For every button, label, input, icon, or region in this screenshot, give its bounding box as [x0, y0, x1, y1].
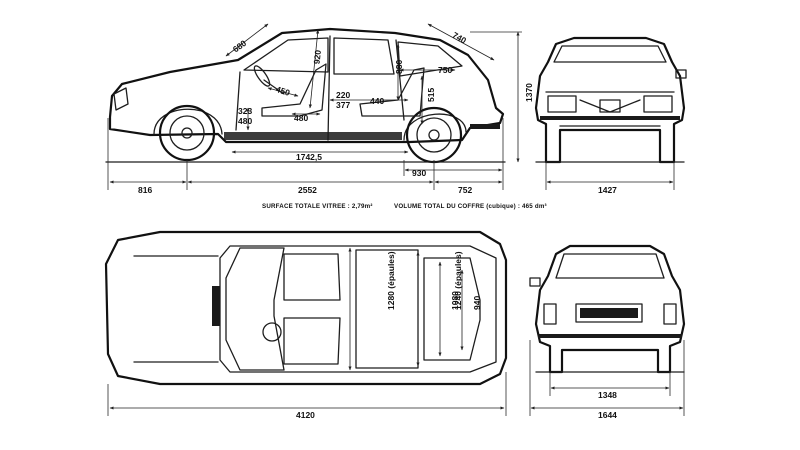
dim-rear-headroom: 880 [394, 60, 404, 74]
dim-wheelbase: 2552 [298, 185, 317, 195]
dim-rear-width: 1644 [598, 410, 617, 420]
dim-boot-width: 1080 [450, 291, 460, 310]
dim-rear-seat: 440 [370, 96, 384, 106]
dim-boot-width2: 940 [472, 296, 482, 310]
dim-shoulder-rear: 1240 (épaules) [453, 251, 463, 310]
dim-interior-length: 1742,5 [296, 152, 322, 162]
dim-sill: 515 [426, 88, 436, 102]
dim-height: 1370 [524, 83, 534, 102]
dim-seat-h2: 480 [238, 116, 252, 126]
dim-shoulder-front: 1280 (épaules) [386, 251, 396, 310]
dim-front-gap: 220 [336, 90, 350, 100]
dim-rear-overhang: 752 [458, 185, 472, 195]
dim-rear-legroom: 750 [438, 65, 452, 75]
caption-glass-surface: SURFACE TOTALE VITREE : 2,79m² [262, 203, 373, 210]
dim-cushion: 450 [275, 84, 292, 98]
front-view [534, 36, 687, 190]
side-view [105, 23, 522, 190]
rear-view [529, 244, 686, 416]
dim-rear-track: 1348 [598, 390, 617, 400]
dim-seat-h1: 323 [238, 106, 252, 116]
dim-length: 4120 [296, 410, 315, 420]
dim-front-headroom: 920 [312, 49, 323, 64]
dim-front-track: 1427 [598, 185, 617, 195]
dim-seat-depth: 480 [294, 113, 308, 123]
dim-rear-glass: 740 [451, 30, 469, 46]
dim-windshield: 680 [231, 38, 249, 55]
dim-front-overhang: 816 [138, 185, 152, 195]
dim-rear-sub: 930 [412, 168, 426, 178]
caption-boot-volume: VOLUME TOTAL DU COFFRE (cubique) : 465 d… [394, 203, 547, 210]
top-view [104, 230, 508, 416]
dim-front-gap2: 377 [336, 100, 350, 110]
